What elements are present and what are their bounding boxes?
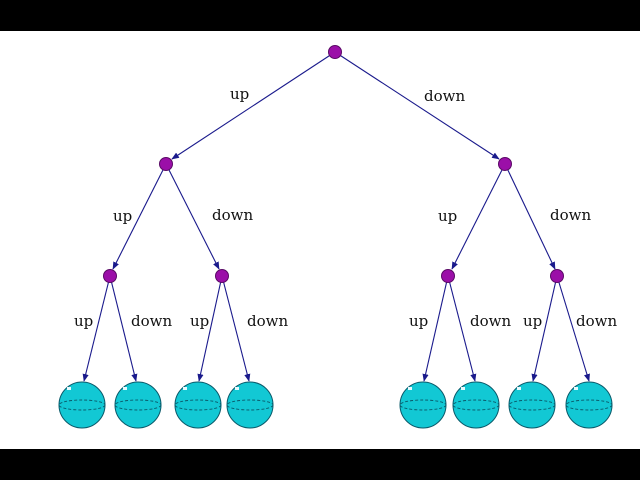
label-l-down: down — [212, 206, 253, 224]
edge-lr-up — [197, 275, 223, 382]
label-rr-up: up — [523, 312, 542, 330]
leaf-ball-7 — [508, 381, 556, 429]
label-lr-up: up — [190, 312, 209, 330]
edge-rl-up — [422, 275, 449, 382]
diagram-canvas: up down up down up down up down up down … — [0, 31, 640, 449]
label-ll-up: up — [74, 312, 93, 330]
edge-rl-down — [447, 275, 477, 382]
node-r — [498, 157, 512, 171]
leaf-ball-6 — [452, 381, 500, 429]
label-r-down: down — [550, 206, 591, 224]
edge-lr-down — [221, 275, 251, 382]
edge-l-down — [165, 163, 220, 270]
label-lr-down: down — [247, 312, 288, 330]
label-root-down: down — [424, 87, 465, 105]
node-ll — [103, 269, 117, 283]
edge-ll-up — [82, 275, 111, 382]
label-root-up: up — [230, 85, 249, 103]
tree-diagram: up down up down up down up down up down … — [58, 45, 617, 429]
label-ll-down: down — [131, 312, 172, 330]
node-lr — [215, 269, 229, 283]
node-l — [159, 157, 173, 171]
node-root — [328, 45, 342, 59]
leaf-ball-1 — [58, 381, 106, 429]
edge-l-up — [112, 163, 167, 270]
label-r-up: up — [438, 207, 457, 225]
edge-root-down — [334, 51, 500, 160]
leaf-ball-8 — [565, 381, 613, 429]
label-rl-down: down — [470, 312, 511, 330]
leaf-ball-4 — [226, 381, 274, 429]
edge-rr-up — [531, 275, 558, 382]
edge-ll-down — [109, 275, 138, 382]
edge-rr-down — [556, 275, 590, 382]
label-rr-down: down — [576, 312, 617, 330]
edge-r-up — [451, 163, 506, 270]
node-rr — [550, 269, 564, 283]
label-l-up: up — [113, 207, 132, 225]
node-rl — [441, 269, 455, 283]
leaf-ball-2 — [114, 381, 162, 429]
leaf-ball-3 — [174, 381, 222, 429]
leaf-ball-5 — [399, 381, 447, 429]
edge-root-up — [171, 51, 336, 160]
label-rl-up: up — [409, 312, 428, 330]
edge-r-down — [504, 163, 556, 270]
